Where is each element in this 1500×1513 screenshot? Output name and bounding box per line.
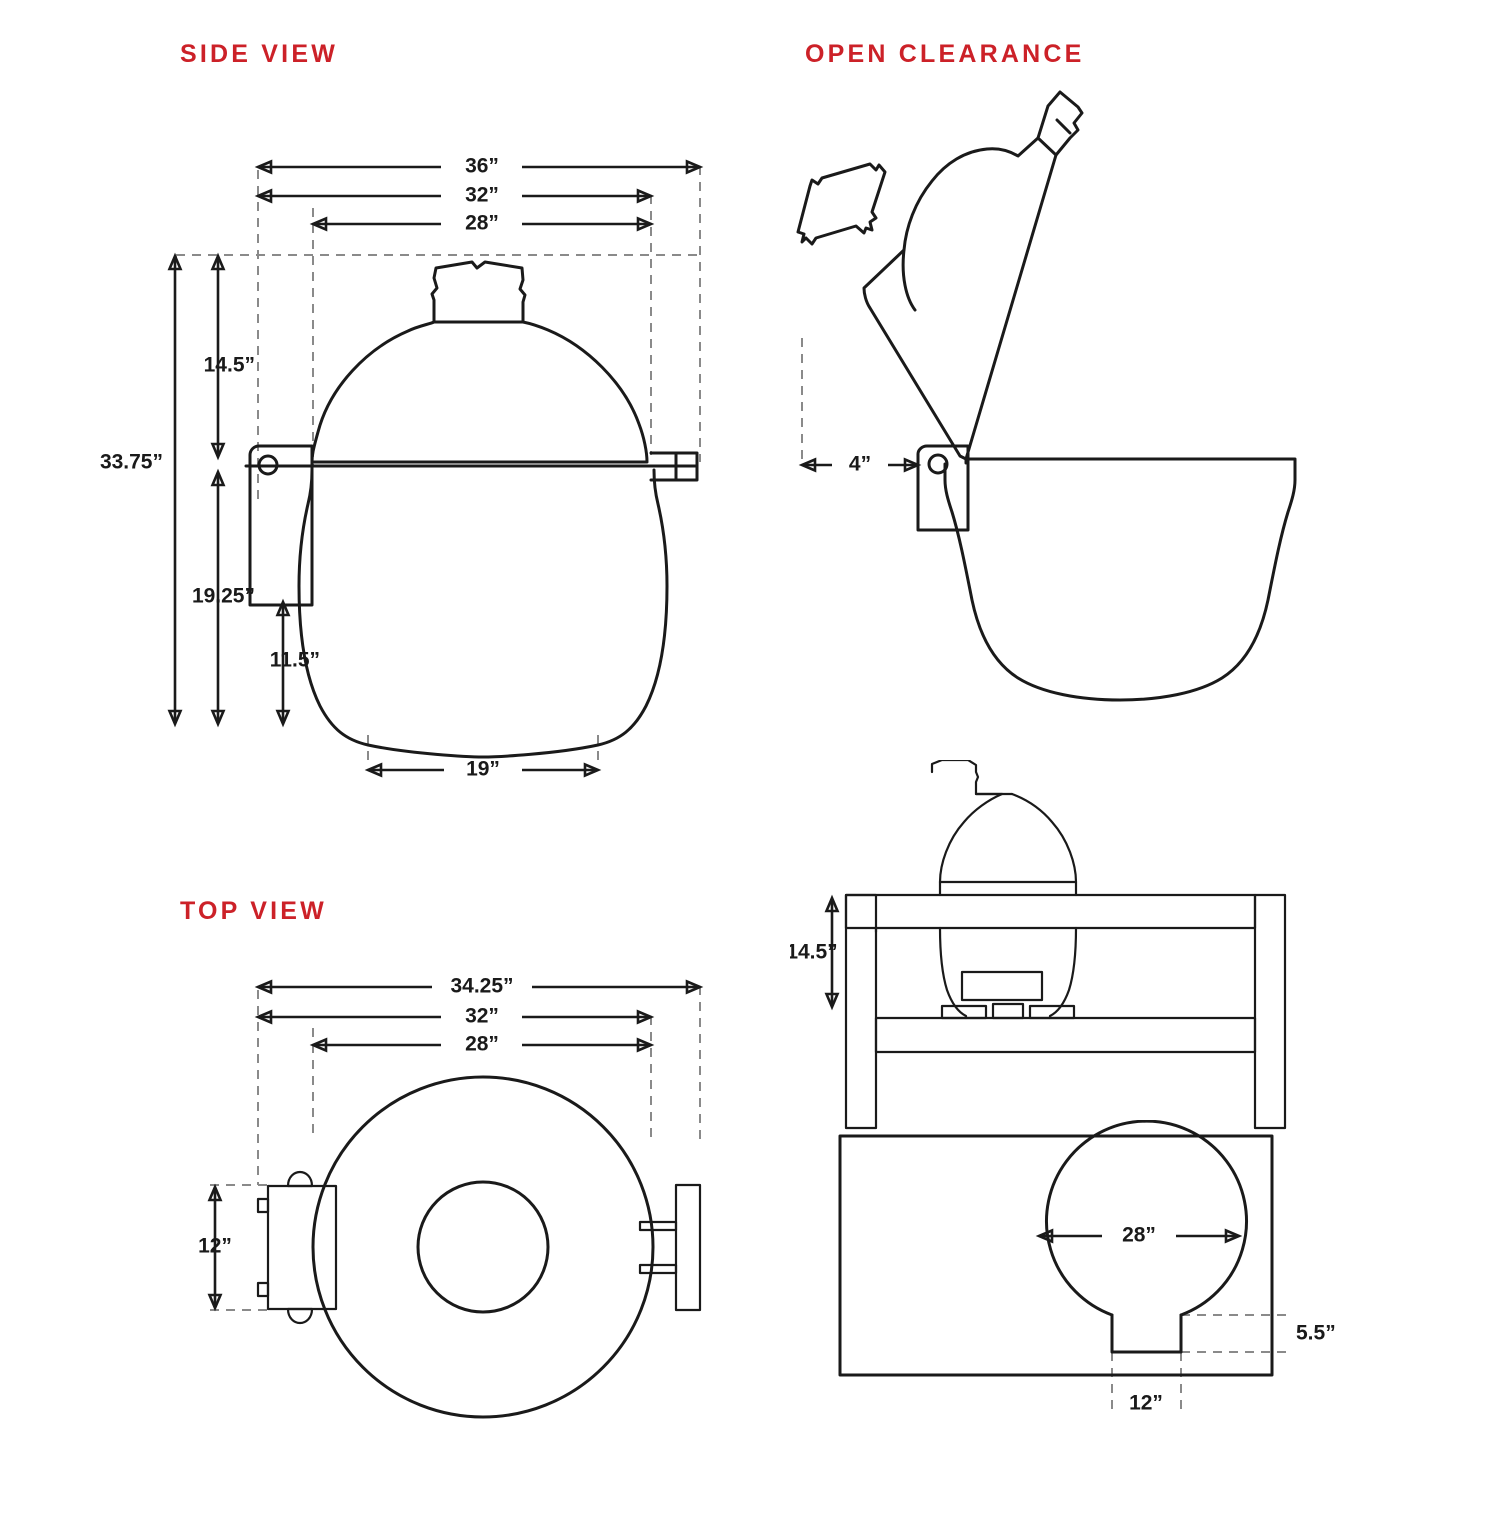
cutout-dim-5-5-label: 5.5” bbox=[1296, 1322, 1336, 1345]
side-dim-19-label: 19” bbox=[466, 758, 500, 781]
top-view-guides bbox=[210, 986, 701, 1311]
side-dim-19-25-label: 19.25” bbox=[192, 585, 255, 608]
table-dim-14-5: 14.5” bbox=[790, 894, 840, 1011]
side-dim-11-5-label: 11.5” bbox=[270, 649, 320, 672]
side-dim-28-label: 28” bbox=[465, 212, 499, 235]
side-dim-33-75-label: 33.75” bbox=[100, 451, 163, 474]
side-dim-28: 28” bbox=[309, 212, 655, 235]
cutout-dim-28: 28” bbox=[1035, 1224, 1243, 1247]
top-dim-32: 32” bbox=[254, 1005, 655, 1028]
side-dim-36: 36” bbox=[254, 155, 704, 178]
table-frame bbox=[844, 760, 1287, 1130]
cutout-template-drawing: 28” 5.5” 12” bbox=[830, 1120, 1390, 1510]
table-dim-14-5-label: 14.5” bbox=[790, 941, 838, 964]
open-clearance-title: OPEN CLEARANCE bbox=[805, 40, 1085, 68]
top-dim-12-label: 12” bbox=[198, 1235, 232, 1258]
table-section-drawing: 14.5” bbox=[790, 760, 1310, 1140]
cutout-dim-5-5: 5.5” bbox=[1296, 1322, 1336, 1345]
side-dim-32-label: 32” bbox=[465, 184, 499, 207]
top-dim-34-25: 34.25” bbox=[254, 975, 704, 998]
side-dim-14-5: 14.5” bbox=[204, 252, 255, 461]
side-dim-33-75: 33.75” bbox=[100, 252, 183, 728]
top-dim-28-label: 28” bbox=[465, 1033, 499, 1056]
top-dim-12: 12” bbox=[198, 1183, 232, 1312]
side-dim-11-5: 11.5” bbox=[270, 598, 320, 728]
side-dim-19-25: 19.25” bbox=[192, 468, 255, 728]
grill-open-lid bbox=[796, 90, 1297, 702]
side-dim-32: 32” bbox=[254, 184, 655, 207]
cutout-outline bbox=[838, 1120, 1274, 1377]
cutout-dim-12: 12” bbox=[1129, 1392, 1163, 1415]
top-dim-34-25-label: 34.25” bbox=[450, 975, 513, 998]
side-view-title: SIDE VIEW bbox=[180, 40, 338, 68]
side-dim-14-5-label: 14.5” bbox=[204, 354, 255, 377]
side-dim-19: 19” bbox=[364, 758, 602, 781]
side-dim-36-label: 36” bbox=[465, 155, 499, 178]
top-dim-32-label: 32” bbox=[465, 1005, 499, 1028]
open-dim-4-label: 4” bbox=[849, 453, 871, 476]
cutout-guides bbox=[1111, 1314, 1289, 1410]
top-view-title: TOP VIEW bbox=[180, 897, 327, 925]
grill-top-body bbox=[256, 1075, 702, 1419]
top-dim-28: 28” bbox=[309, 1033, 655, 1056]
side-view-guides bbox=[175, 166, 701, 762]
top-view-drawing: 34.25” 32” 28” 12” bbox=[0, 940, 760, 1500]
cutout-dim-12-label: 12” bbox=[1129, 1392, 1163, 1415]
side-view-drawing: 36” 32” 28” 33.75” 14.5” bbox=[0, 0, 760, 830]
cutout-dim-28-label: 28” bbox=[1122, 1224, 1156, 1247]
open-dim-4: 4” bbox=[798, 453, 922, 476]
grill-side-body bbox=[244, 260, 699, 759]
open-clearance-drawing: 4” bbox=[760, 60, 1380, 770]
